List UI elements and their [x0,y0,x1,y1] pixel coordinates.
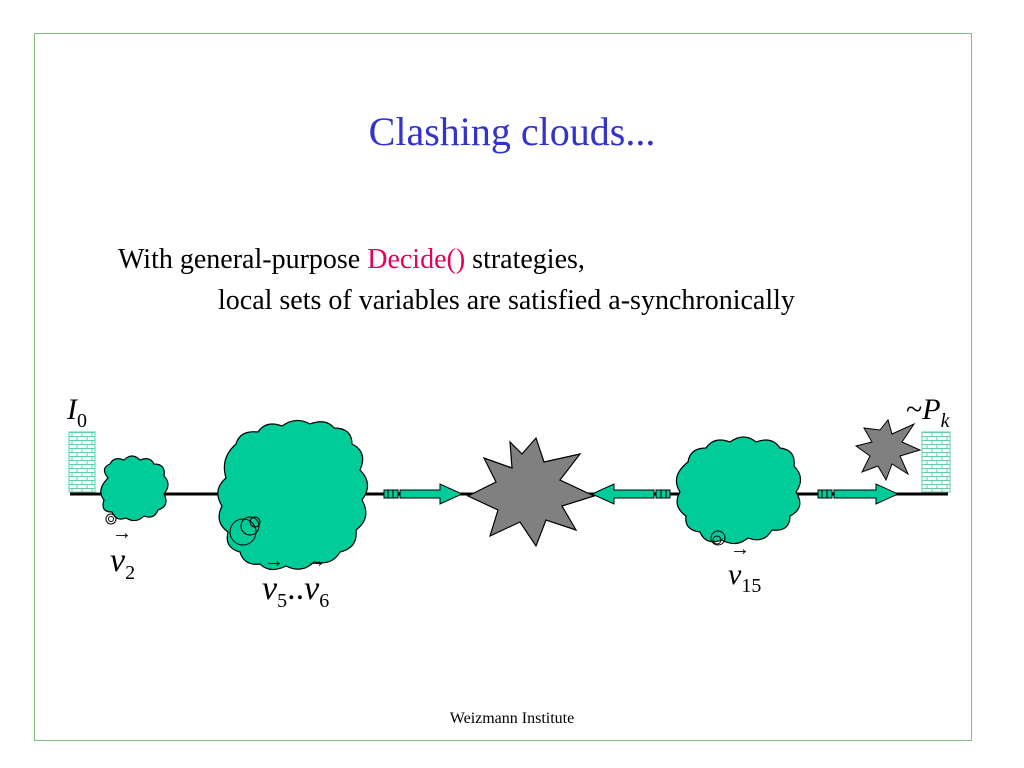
subtitle-pre: With general-purpose [118,244,368,275]
label-v5-base: v [262,550,284,608]
subtitle-line-2: local sets of variables are satisfied a-… [218,285,795,316]
label-v5-sub: 5 [277,590,288,612]
label-pk-base: P [922,393,941,426]
label-v15-base: v [728,538,751,592]
arrow-left-2 [590,483,671,505]
decide-keyword: Decide() [367,244,466,275]
slide-title: Clashing clouds... [368,109,656,154]
label-i0: I0 [67,393,87,433]
cloud-v2 [100,455,169,525]
footer-institute: Weizmann Institute [449,710,575,727]
label-i0-base: I [67,393,77,426]
cloud-v5-v6 [217,419,369,571]
slide-frame [34,33,972,741]
label-pk-sub: k [940,410,950,432]
label-v5-v6: v5..v6 [262,550,330,613]
label-v6-base: v [304,550,326,608]
subtitle-post: strategies, [465,244,585,275]
label-v15: v15 [728,538,762,598]
label-v2-base: v [110,522,132,580]
cloud-v15 [675,436,802,546]
label-v15-sub: 15 [741,575,762,597]
clash-burst-right [854,418,922,482]
label-v6-sub: 6 [319,590,330,612]
label-pk-prefix: ~ [906,393,923,426]
arrow-right-1 [383,483,464,505]
label-i0-sub: 0 [77,410,87,432]
subtitle-line-1: With general-purpose Decide() strategies… [118,244,585,276]
clash-burst-center [466,436,596,548]
arrow-right-3 [817,483,900,505]
label-v5-v6-sep: .. [287,570,305,607]
right-wall [921,431,951,493]
label-v2: v2 [110,522,136,585]
left-wall [68,431,96,493]
label-pk: ~Pk [906,393,949,433]
label-v2-sub: 2 [125,562,136,584]
